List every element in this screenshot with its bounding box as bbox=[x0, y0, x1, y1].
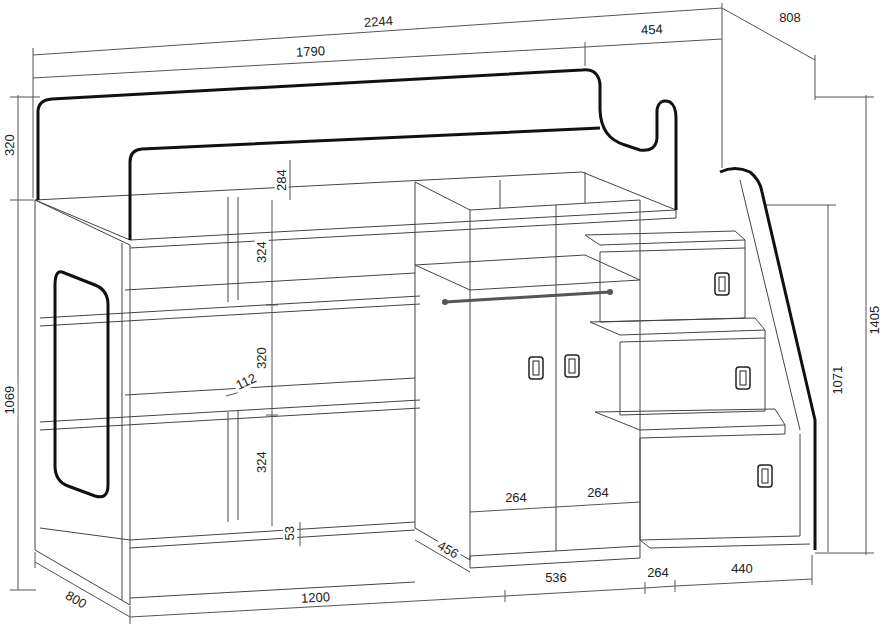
dimension-label: 800 bbox=[61, 587, 90, 612]
dimension-label: 320 bbox=[255, 345, 269, 371]
dimension-label: 440 bbox=[729, 562, 755, 576]
dimension-label: 53 bbox=[283, 524, 297, 542]
dimension-label: 320 bbox=[3, 132, 17, 158]
dimension-label: 324 bbox=[255, 449, 269, 475]
dimension-label: 1200 bbox=[298, 590, 332, 606]
dimension-label: 2244 bbox=[361, 14, 395, 31]
dimension-label: 454 bbox=[639, 22, 665, 38]
dimension-label: 264 bbox=[503, 491, 529, 505]
dimension-label: 1405 bbox=[868, 304, 882, 337]
dimension-label: 324 bbox=[255, 239, 269, 265]
dimension-label: 456 bbox=[433, 537, 462, 562]
dimension-label: 284 bbox=[275, 167, 289, 193]
dimension-label: 112 bbox=[232, 370, 260, 393]
dimension-label: 536 bbox=[543, 571, 569, 585]
dimension-label: 808 bbox=[777, 11, 803, 25]
dimension-label: 1071 bbox=[831, 364, 845, 397]
dimension-label: 1069 bbox=[3, 384, 17, 417]
dimension-label: 264 bbox=[645, 566, 671, 580]
dimension-label: 264 bbox=[585, 486, 611, 500]
dimension-label: 1790 bbox=[293, 44, 327, 60]
